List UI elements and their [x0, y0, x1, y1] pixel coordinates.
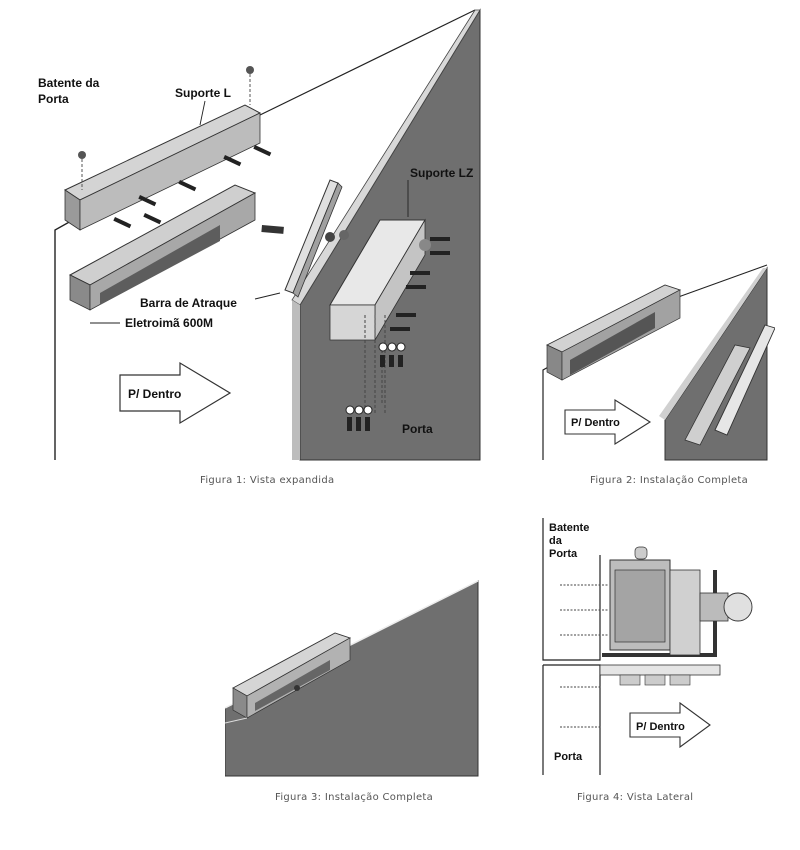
label-suporte-l: Suporte L: [175, 86, 231, 100]
figure-3-caption: Figura 3: Instalação Completa: [275, 792, 434, 803]
figure-4-drawing: P/ Dentro Batente da Porta Porta: [542, 518, 753, 775]
label-batente-4-line2: da: [549, 535, 563, 547]
label-porta-4: Porta: [554, 751, 583, 763]
label-p-dentro-2: P/ Dentro: [571, 417, 620, 429]
figure-3-drawing: [225, 580, 479, 777]
label-batente-line2: Porta: [38, 92, 69, 106]
label-suporte-lz: Suporte LZ: [410, 166, 473, 180]
label-p-dentro-4: P/ Dentro: [636, 721, 685, 733]
label-p-dentro-1: P/ Dentro: [128, 387, 181, 401]
figure-2-complete-installation: P/ Dentro: [535, 260, 775, 465]
label-batente-4-line3: Porta: [549, 548, 578, 560]
figure-2-drawing: P/ Dentro: [542, 264, 775, 461]
label-batente-4-line1: Batente: [549, 522, 589, 534]
label-batente-line1: Batente da: [38, 76, 100, 90]
figure-4-caption: Figura 4: Vista Lateral: [577, 792, 694, 803]
figure-1-exploded-view: Batente da Porta Suporte L Suporte LZ Ba…: [30, 5, 490, 465]
figure-4-side-view: P/ Dentro Batente da Porta Porta: [540, 515, 785, 780]
figure-1-caption: Figura 1: Vista expandida: [200, 475, 335, 486]
label-barra-de-atraque: Barra de Atraque: [140, 296, 237, 310]
label-eletroima: Eletroimã 600M: [125, 316, 213, 330]
figure-3-complete-installation: [225, 578, 480, 778]
figure-1-drawing: Batente da Porta Suporte L Suporte LZ Ba…: [38, 8, 481, 461]
label-porta: Porta: [402, 422, 433, 436]
figure-2-caption: Figura 2: Instalação Completa: [590, 475, 749, 486]
